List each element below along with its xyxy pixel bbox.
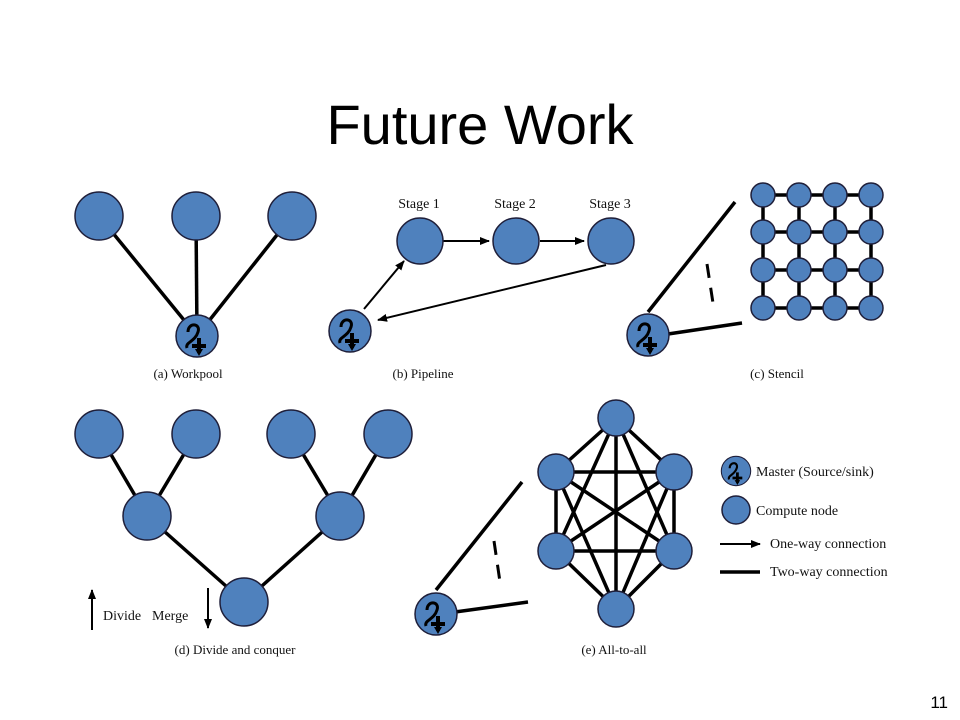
legend-compute-label: Compute node [756,504,838,519]
caption-divide-conquer: (d) Divide and conquer [175,642,297,657]
master-node-icon [327,308,373,354]
compute-node [74,409,124,459]
compute-node [171,191,221,241]
master-node-icon [174,313,220,359]
workpool-diagram: (a) Workpool [74,191,317,381]
legend-master-label: Master (Source/sink) [756,465,874,480]
caption-all-to-all: (e) All-to-all [581,642,647,657]
stage-node [587,217,635,265]
master-legend-icon [719,454,753,488]
legend: Master (Source/sink) Compute node One-wa… [719,454,888,580]
master-node-icon [625,312,671,358]
compute-node [122,491,172,541]
stage-label: Stage 2 [494,197,536,212]
pipeline-diagram: Stage 1 Stage 2 Stage 3 (b) Pipeline [327,197,635,381]
compute-node [267,191,317,241]
compute-legend-icon [721,495,751,525]
slide-title: Future Work [326,93,634,156]
all-to-all-mesh [537,399,693,628]
merge-label: Merge [152,609,188,624]
compute-node [266,409,316,459]
compute-node [74,191,124,241]
stage-node [396,217,444,265]
master-node-icon [413,591,459,637]
stage-label: Stage 1 [398,197,440,212]
compute-node [363,409,413,459]
caption-stencil: (c) Stencil [750,366,804,381]
legend-one-way-label: One-way connection [770,537,886,552]
compute-node [315,491,365,541]
page-number: 11 [930,693,948,712]
stencil-grid [750,182,884,321]
stage-label: Stage 3 [589,197,631,212]
compute-node [219,577,269,627]
compute-node [171,409,221,459]
divide-conquer-diagram: Divide Merge (d) Divide and conquer [74,409,413,657]
all-to-all-diagram: (e) All-to-all [413,399,693,657]
stencil-diagram: (c) Stencil [625,182,884,381]
stage-node [492,217,540,265]
legend-two-way-label: Two-way connection [770,565,888,580]
caption-workpool: (a) Workpool [153,366,223,381]
divide-label: Divide [103,609,141,624]
caption-pipeline: (b) Pipeline [392,366,453,381]
